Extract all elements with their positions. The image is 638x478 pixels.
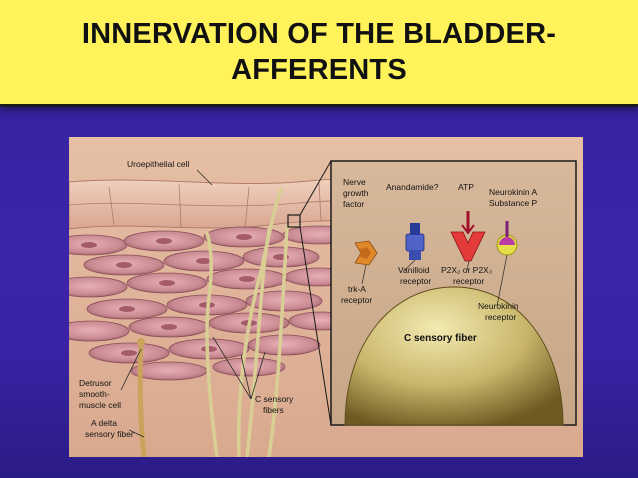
figure-svg: Uroepithelial cell Detrusor smooth- musc… — [69, 137, 583, 457]
label-c-sensory-line2: fibers — [263, 405, 284, 415]
trk-a-receptor-icon — [354, 240, 378, 266]
label-ngf-line2: growth — [343, 188, 369, 198]
label-trka-line1: trk-A — [348, 284, 366, 294]
label-vanilloid-line2: receptor — [400, 276, 431, 286]
label-uroepithelial-cell: Uroepithelial cell — [127, 159, 189, 169]
inset-panel — [330, 160, 577, 426]
label-adelta-line2: sensory fiber — [85, 429, 134, 439]
label-detrusor-line2: smooth- — [79, 389, 110, 399]
sensory-fibers — [137, 187, 289, 457]
label-anandamide: Anandamide? — [386, 182, 439, 192]
label-vanilloid-line1: Vanilloid — [398, 265, 430, 275]
label-adelta-line1: A delta — [91, 418, 117, 428]
label-nk-receptor-line2: receptor — [485, 312, 516, 322]
label-c-sensory-fiber: C sensory fiber — [404, 333, 477, 344]
label-c-sensory-line1: C sensory — [255, 394, 294, 404]
label-neurokinin-a: Neurokinin A — [489, 187, 538, 197]
label-ngf-line3: factor — [343, 199, 364, 209]
zoom-indicator — [287, 160, 332, 426]
label-ngf-line1: Nerve — [343, 177, 366, 187]
p2x-receptor-icon — [450, 211, 486, 262]
label-p2x-line1: P2X₂ or P2X₃ — [441, 265, 492, 275]
label-atp: ATP — [458, 182, 474, 192]
label-p2x-line2: receptor — [453, 276, 484, 286]
label-detrusor-line1: Detrusor — [79, 378, 112, 388]
inset-label-lines — [361, 254, 508, 307]
label-substance-p: Substance P — [489, 198, 538, 208]
label-lines — [120, 169, 266, 438]
label-nk-receptor-line1: Neurokinin — [478, 301, 519, 311]
bladder-innervation-figure: Uroepithelial cell Detrusor smooth- musc… — [69, 137, 583, 457]
label-trka-line2: receptor — [341, 295, 372, 305]
neurokinin-receptor-icon — [496, 221, 518, 256]
vanilloid-receptor-icon — [405, 223, 425, 260]
title-bar: INNERVATION OF THE BLADDER- AFFERENTS — [0, 0, 638, 107]
slide-title: INNERVATION OF THE BLADDER- AFFERENTS — [81, 18, 557, 86]
label-detrusor-line3: muscle cell — [79, 400, 121, 410]
